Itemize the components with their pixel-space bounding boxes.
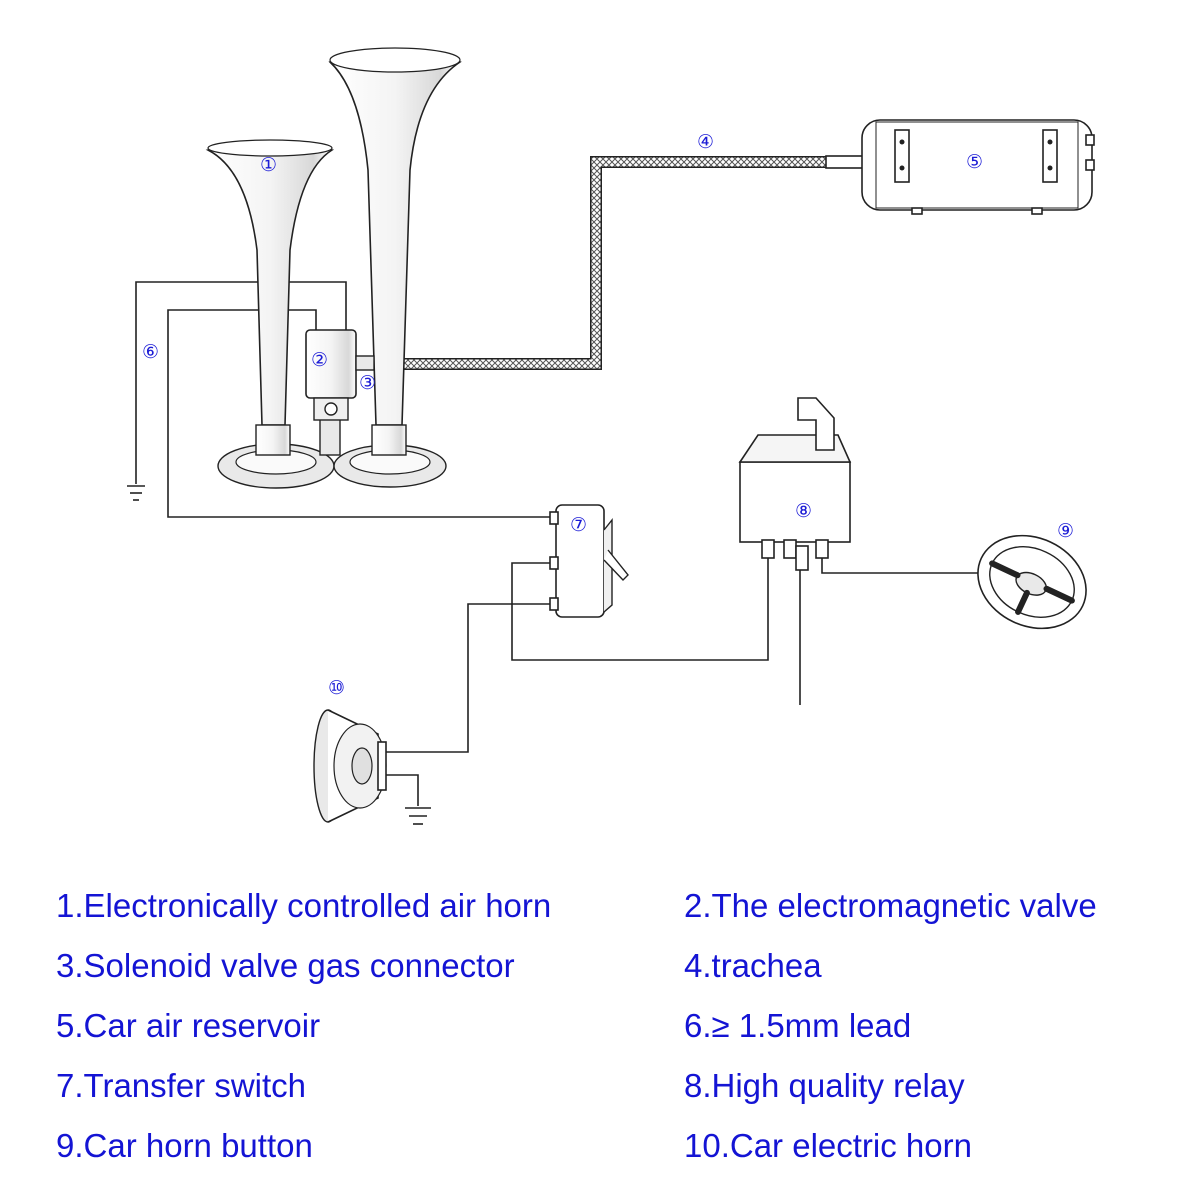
legend-item-5: 5.Car air reservoir — [56, 1007, 321, 1044]
air-horn-wiring-diagram: ① ② ③ ④ ⑤ ⑥ ⑦ ⑧ ⑨ ⑩ — [127, 47, 1095, 825]
legend-item-3: 3.Solenoid valve gas connector — [56, 947, 515, 984]
callout-9: ⑨ — [1057, 520, 1074, 542]
callout-2: ② — [311, 349, 328, 371]
callout-8: ⑧ — [795, 500, 812, 522]
legend-item-10: 10.Car electric horn — [684, 1127, 972, 1164]
horn-button — [977, 534, 1087, 630]
ground-symbol-speaker — [405, 807, 431, 825]
callout-7: ⑦ — [570, 514, 587, 536]
legend-item-7: 7.Transfer switch — [56, 1067, 307, 1104]
legend-item-8: 8.High quality relay — [684, 1067, 965, 1104]
electromagnetic-valve — [305, 329, 357, 421]
wires — [135, 281, 985, 806]
relay — [738, 397, 852, 571]
legend-item-1: 1.Electronically controlled air horn — [56, 887, 552, 924]
electric-horn-speaker — [313, 709, 387, 823]
callout-1: ① — [260, 154, 277, 176]
callout-10: ⑩ — [328, 677, 345, 699]
trachea-hose — [400, 155, 867, 370]
air-horn-assembly — [205, 47, 462, 489]
callout-6: ⑥ — [142, 341, 159, 363]
callout-3: ③ — [359, 372, 376, 394]
legend-item-2: 2.The electromagnetic valve — [684, 887, 1097, 924]
solenoid-gas-connector — [355, 355, 375, 371]
air-reservoir — [861, 119, 1095, 215]
legend-item-6: 6.≥ 1.5mm lead — [684, 1007, 912, 1044]
ground-symbol-horn — [127, 485, 145, 501]
callout-4: ④ — [697, 131, 714, 153]
legend-item-9: 9.Car horn button — [56, 1127, 313, 1164]
legend-item-4: 4.trachea — [684, 947, 822, 984]
legend: 1.Electronically controlled air horn 3.S… — [0, 876, 1200, 1176]
callout-5: ⑤ — [966, 151, 983, 173]
transfer-switch — [549, 504, 629, 618]
